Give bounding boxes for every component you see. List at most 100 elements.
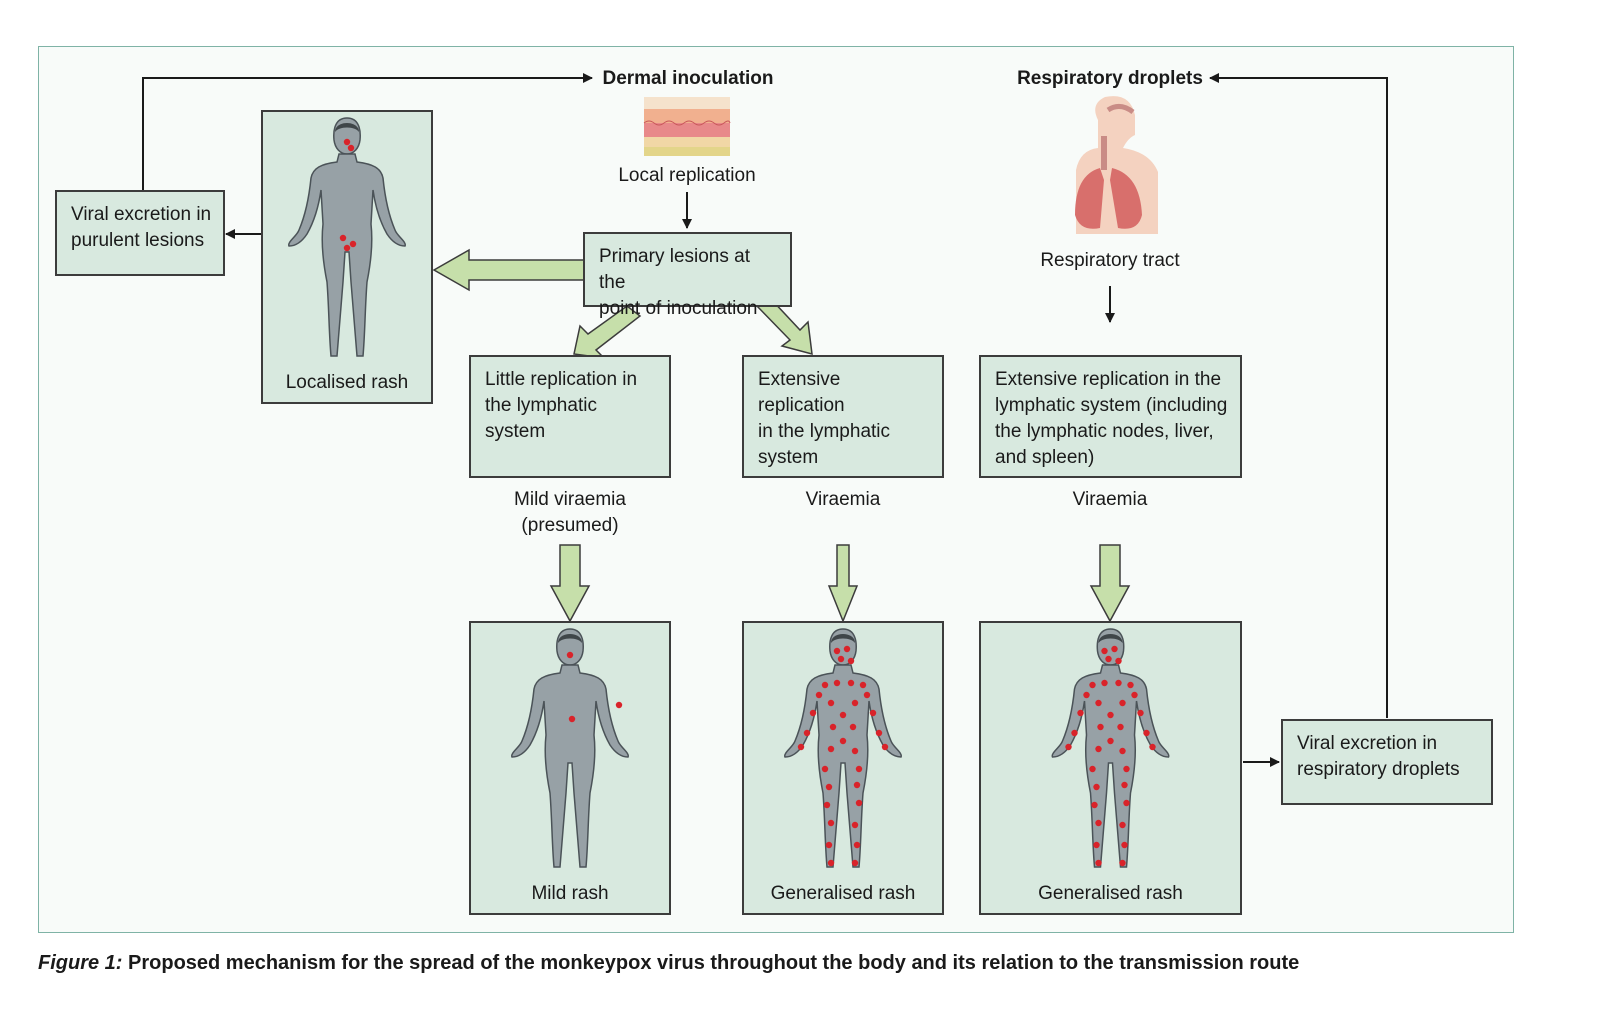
green-arrow-down-right-col [1089, 544, 1131, 623]
dermal-inoculation-label: Dermal inoculation [602, 68, 774, 89]
viral-excretion-droplets-box: Viral excretion in respiratory droplets [1281, 719, 1493, 805]
green-arrow-down-mild [549, 544, 591, 623]
body-torso-limbs [288, 153, 406, 357]
figure-caption: Figure 1: Proposed mechanism for the spr… [38, 952, 1299, 975]
rash-dot [823, 801, 831, 809]
rash-dot [1095, 859, 1102, 867]
rash-dot [875, 729, 883, 737]
body-hair [335, 123, 359, 132]
rash-dot [851, 859, 859, 867]
rash-dot [1089, 681, 1096, 689]
rash-dot [855, 765, 863, 773]
primary-lesions-box: Primary lesions at the point of inoculat… [583, 232, 792, 319]
rash-dot [843, 645, 851, 653]
rash-dot [615, 701, 623, 709]
rash-dot [1123, 799, 1130, 807]
primary-lesions-text: Primary lesions at the point of inoculat… [599, 246, 758, 319]
rash-dot [347, 144, 355, 152]
rash-dot [851, 699, 859, 707]
rash-dot [803, 729, 811, 737]
mild-rash-panel: Mild rash [469, 621, 671, 915]
human-body-silhouette [784, 628, 902, 868]
rash-dot [863, 691, 871, 699]
viraemia-mid-label: Viraemia [805, 489, 881, 510]
rash-dot [821, 681, 829, 689]
rash-dot [829, 723, 837, 731]
body-figure-generalised-right [1051, 628, 1170, 868]
rash-dot [1121, 781, 1128, 789]
extensive-replication-right-text: Extensive replication in the lymphatic s… [995, 369, 1228, 468]
rash-dot [1119, 699, 1126, 707]
body-hair [1098, 634, 1123, 643]
rash-dot [1115, 657, 1122, 665]
caption-text: Proposed mechanism for the spread of the… [122, 952, 1300, 974]
rash-dot [1149, 743, 1156, 751]
rash-dot [881, 743, 889, 751]
rash-dot [809, 709, 817, 717]
generalised-rash-right-label: Generalised rash [1038, 883, 1183, 904]
rash-dot [1083, 691, 1090, 699]
body-figure-generalised-mid [784, 628, 902, 868]
body-torso-limbs [511, 664, 629, 868]
rash-dot [815, 691, 823, 699]
rash-dot [827, 819, 835, 827]
rash-dot [851, 747, 859, 755]
rash-dot [1089, 765, 1096, 773]
rash-dot [1127, 681, 1134, 689]
rash-dot [343, 244, 351, 252]
localised-rash-label: Localised rash [285, 372, 409, 393]
rash-dot [825, 841, 833, 849]
body-figure-localised [288, 117, 406, 357]
extensive-replication-right-box: Extensive replication in the lymphatic s… [979, 355, 1242, 478]
rash-dot [1119, 859, 1126, 867]
rash-dot [797, 743, 805, 751]
rash-dot [1101, 679, 1108, 687]
rash-dot [1107, 737, 1114, 745]
respiratory-droplets-label: Respiratory droplets [1017, 68, 1203, 89]
respiratory-tract-label: Respiratory tract [1040, 250, 1180, 271]
viraemia-right-label: Viraemia [1072, 489, 1148, 510]
rash-dot [827, 859, 835, 867]
rash-dot [1111, 645, 1118, 653]
respiratory-tract-illustration [1075, 96, 1158, 234]
green-arrow-down-mid [827, 544, 859, 624]
feedback-arrow-respiratory [1209, 73, 1388, 718]
rash-dot [853, 841, 861, 849]
green-arrow-left [432, 248, 585, 292]
rash-dot [825, 783, 833, 791]
rash-dot [847, 679, 855, 687]
rash-dot [827, 699, 835, 707]
rash-dot [847, 657, 855, 665]
viral-excretion-lesions-text: Viral excretion in purulent lesions [71, 204, 212, 251]
generalised-rash-mid-label: Generalised rash [770, 883, 916, 904]
rash-dot [1095, 745, 1102, 753]
rash-dot [1119, 747, 1126, 755]
body-torso-limbs [1051, 664, 1170, 868]
body-hair [831, 634, 855, 643]
rash-dot [349, 240, 357, 248]
mild-viraemia-label: Mild viraemia (presumed) [514, 489, 626, 536]
little-replication-box: Little replication in the lymphatic syst… [469, 355, 671, 478]
rash-dot [1091, 801, 1098, 809]
rash-dot [1119, 821, 1126, 829]
rash-dot [1095, 699, 1102, 707]
rash-dot [849, 723, 857, 731]
rash-dot [343, 138, 351, 146]
rash-dot [339, 234, 347, 242]
localised-rash-panel: Localised rash [261, 110, 433, 404]
extensive-replication-mid-text: Extensive replication in the lymphatic s… [758, 369, 891, 468]
rash-dot [869, 709, 877, 717]
rash-dot [1121, 841, 1128, 849]
little-replication-text: Little replication in the lymphatic syst… [485, 369, 638, 442]
human-body-silhouette [1051, 628, 1170, 868]
human-body-silhouette [511, 628, 629, 868]
rash-dot [1071, 729, 1078, 737]
rash-dot [1107, 711, 1114, 719]
rash-dot [1117, 723, 1124, 731]
rash-dot [833, 647, 841, 655]
human-body-silhouette [288, 117, 406, 357]
generalised-rash-mid-panel: Generalised rash [742, 621, 944, 915]
rash-dot [1123, 765, 1130, 773]
rash-dot [1093, 841, 1100, 849]
